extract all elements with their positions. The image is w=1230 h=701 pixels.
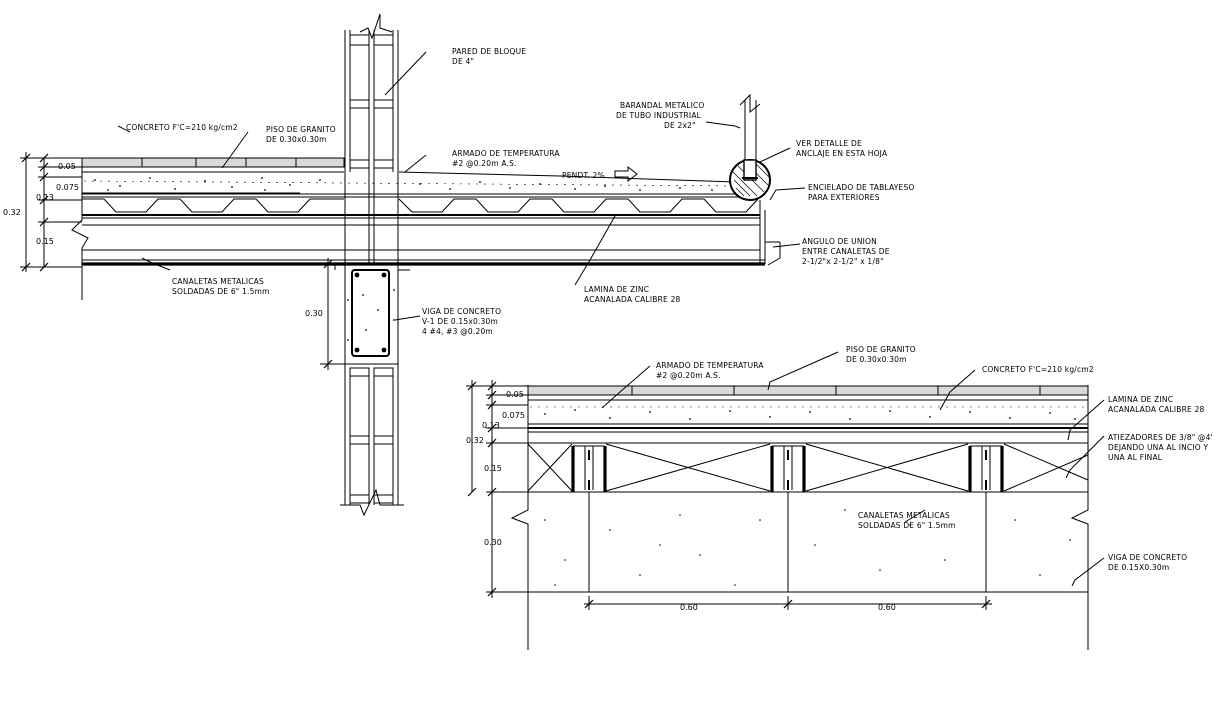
label-b-piso-1: PISO DE GRANITO xyxy=(846,345,916,354)
label-b-armado-1: ARMADO DE TEMPERATURA xyxy=(656,361,764,370)
dim-a-0.05: 0.05 xyxy=(58,162,76,171)
dimensions-b: 0.05 0.075 0.13 0.32 0.15 0.30 0.60 0.60 xyxy=(466,380,992,612)
zinc-sheet-a xyxy=(82,196,760,219)
concrete-slab-a xyxy=(81,167,760,195)
dim-a-0.13: 0.13 xyxy=(36,193,54,202)
label-b-atiez-1: ATIEZADORES DE 3/8" @4' xyxy=(1108,433,1213,442)
dim-a-0.15: 0.15 xyxy=(36,237,54,246)
dimensions-a: 0.05 0.075 0.13 0.32 0.15 0.30 xyxy=(3,152,345,370)
channels-b xyxy=(527,442,1089,493)
label-b-viga-1: VIGA DE CONCRETO xyxy=(1108,553,1187,562)
label-canaletas-1: CANALETAS METALICAS xyxy=(172,277,264,286)
label-b-canaletas-2: SOLDADAS DE 6" 1.5mm xyxy=(858,521,956,530)
concrete-beam-a xyxy=(334,263,410,365)
label-b-atiez-3: UNA AL FINAL xyxy=(1108,453,1163,462)
leaders-a xyxy=(117,51,806,321)
dim-b-0.15: 0.15 xyxy=(484,464,502,473)
label-b-canaletas-1: CANALETAS METALICAS xyxy=(858,511,950,520)
label-angulo-3: 2-1/2"x 2-1/2" x 1/8" xyxy=(802,257,884,266)
label-b-piso-2: DE 0.30x0.30m xyxy=(846,355,907,364)
label-b-lamina-1: LAMINA DE ZINC xyxy=(1108,395,1173,404)
label-angulo-2: ENTRE CANALETAS DE xyxy=(802,247,890,256)
section-a: 0.05 0.075 0.13 0.32 0.15 0.30 PARED DE … xyxy=(3,13,915,517)
metal-channel-a xyxy=(82,200,781,266)
label-b-armado-2: #2 @0.20m A.S. xyxy=(656,371,721,380)
label-canaletas-2: SOLDADAS DE 6" 1.5mm xyxy=(172,287,270,296)
label-lamina-2: ACANALADA CALIBRE 28 xyxy=(584,295,681,304)
label-ver-detalle-2: ANCLAJE EN ESTA HOJA xyxy=(796,149,888,158)
label-barandal-3: DE 2x2" xyxy=(664,121,696,130)
label-armado-1: ARMADO DE TEMPERATURA xyxy=(452,149,560,158)
label-viga-3: 4 #4, #3 @0.20m xyxy=(422,327,493,336)
stiffener-1 xyxy=(571,445,607,492)
label-b-concreto: CONCRETO F'C=210 kg/cm2 xyxy=(982,365,1094,374)
block-wall-upper xyxy=(344,13,399,175)
leaders-b xyxy=(601,351,1105,587)
stiffener-2 xyxy=(770,445,806,492)
label-angulo-1: ANGULO DE UNION xyxy=(802,237,877,246)
label-lamina-1: LAMINA DE ZINC xyxy=(584,285,649,294)
granite-tiles-a xyxy=(81,157,345,168)
label-piso-2: DE 0.30x0.30m xyxy=(266,135,327,144)
concrete-slab-b xyxy=(528,399,1088,425)
dim-b-0.32: 0.32 xyxy=(466,436,484,445)
label-piso-1: PISO DE GRANITO xyxy=(266,125,336,134)
labels-b: ARMADO DE TEMPERATURA #2 @0.20m A.S. PIS… xyxy=(656,345,1213,572)
label-concreto-a: CONCRETO F'C=210 kg/cm2 xyxy=(126,123,238,132)
dim-b-0.05: 0.05 xyxy=(506,390,524,399)
dim-a-0.30: 0.30 xyxy=(305,309,323,318)
label-encielado-2: PARA EXTERIORES xyxy=(808,193,880,202)
labels-a: PARED DE BLOQUE DE 4" CONCRETO F'C=210 k… xyxy=(126,47,915,336)
section-b: 0.05 0.075 0.13 0.32 0.15 0.30 0.60 0.60… xyxy=(466,345,1213,650)
label-barandal-2: DE TUBO INDUSTRIAL xyxy=(616,111,702,120)
concrete-beam-b xyxy=(528,492,1088,593)
dim-a-0.075: 0.075 xyxy=(56,183,79,192)
stiffener-3 xyxy=(968,445,1004,492)
label-pared-1: PARED DE BLOQUE xyxy=(452,47,526,56)
label-b-atiez-2: DEJANDO UNA AL INCIO Y xyxy=(1108,443,1208,452)
zinc-sheet-b xyxy=(528,427,1088,433)
label-viga-2: V-1 DE 0.15x0.30m xyxy=(422,317,498,326)
label-barandal-1: BARANDAL METALICO xyxy=(620,101,705,110)
label-b-viga-2: DE 0.15X0.30m xyxy=(1108,563,1169,572)
dim-b-0.30: 0.30 xyxy=(484,538,502,547)
label-pared-2: DE 4" xyxy=(452,57,474,66)
block-wall-lower xyxy=(340,364,404,517)
dim-b-0.60-a: 0.60 xyxy=(680,603,698,612)
granite-tiles-b xyxy=(527,385,1089,396)
label-viga-1: VIGA DE CONCRETO xyxy=(422,307,501,316)
label-pendiente: PENDT. 2% xyxy=(562,171,605,180)
label-encielado-1: ENCIELADO DE TABLAYESO xyxy=(808,183,915,192)
slope-arrow xyxy=(614,165,638,183)
dim-a-0.32: 0.32 xyxy=(3,208,21,217)
dim-b-0.075: 0.075 xyxy=(502,411,525,420)
label-ver-detalle-1: VER DETALLE DE xyxy=(796,139,862,148)
dim-b-0.13: 0.13 xyxy=(482,421,500,430)
dim-b-0.60-b: 0.60 xyxy=(878,603,896,612)
label-armado-2: #2 @0.20m A.S. xyxy=(452,159,517,168)
railing-detail xyxy=(729,93,771,201)
label-b-lamina-2: ACANALADA CALIBRE 28 xyxy=(1108,405,1205,414)
